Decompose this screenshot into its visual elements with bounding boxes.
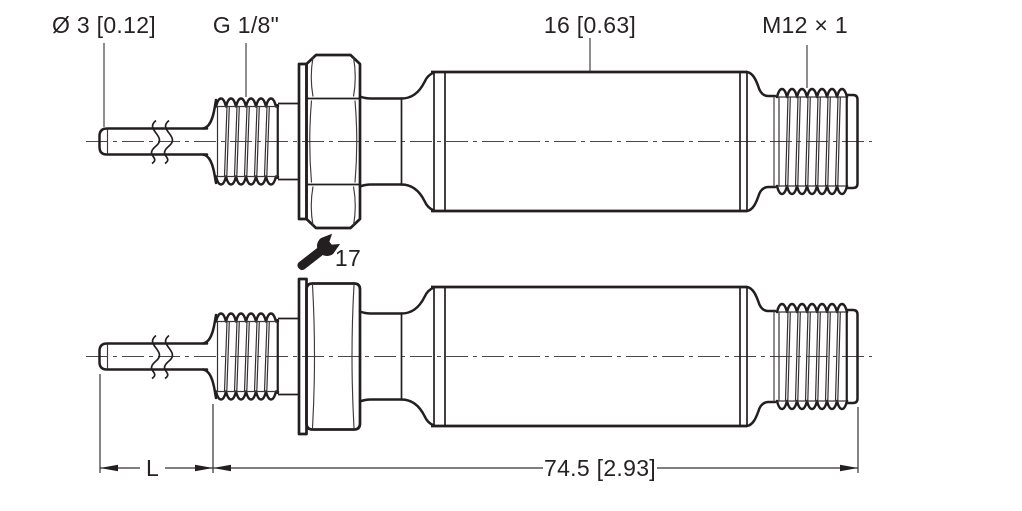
hex-chamfer-arcs [309, 57, 358, 226]
arrow-left-overall [213, 464, 231, 472]
wrench-size-callout: 17 [297, 233, 361, 271]
probe-diameter-label: Ø 3 [0.12] [52, 12, 156, 38]
overall-length-label: 74.5 [2.93] [544, 455, 656, 481]
open-end-wrench-icon [297, 233, 341, 271]
hex-nut-across-corners [305, 53, 362, 230]
wrench-size-label: 17 [335, 245, 361, 271]
insertion-length-label: L [146, 455, 159, 481]
body-diameter-label: 16 [0.63] [544, 12, 636, 38]
hex-chamfer-arcs [311, 284, 355, 429]
dimensions: L 74.5 [2.93] [99, 374, 859, 481]
arrow-right-overall [840, 464, 858, 472]
hex-face-edges [306, 97, 360, 186]
hex-nut-across-flats [305, 282, 362, 431]
hex-outline [305, 53, 362, 230]
hex-outline [305, 282, 362, 431]
connector-thread-label: M12 × 1 [762, 12, 848, 38]
arrow-left-L [100, 464, 118, 472]
arrow-right-L [195, 464, 213, 472]
bottom-view [84, 277, 874, 436]
process-thread-label: G 1/8" [213, 12, 279, 38]
top-view: Ø 3 [0.12] G 1/8" 16 [0.63] M12 × 1 [52, 12, 874, 230]
